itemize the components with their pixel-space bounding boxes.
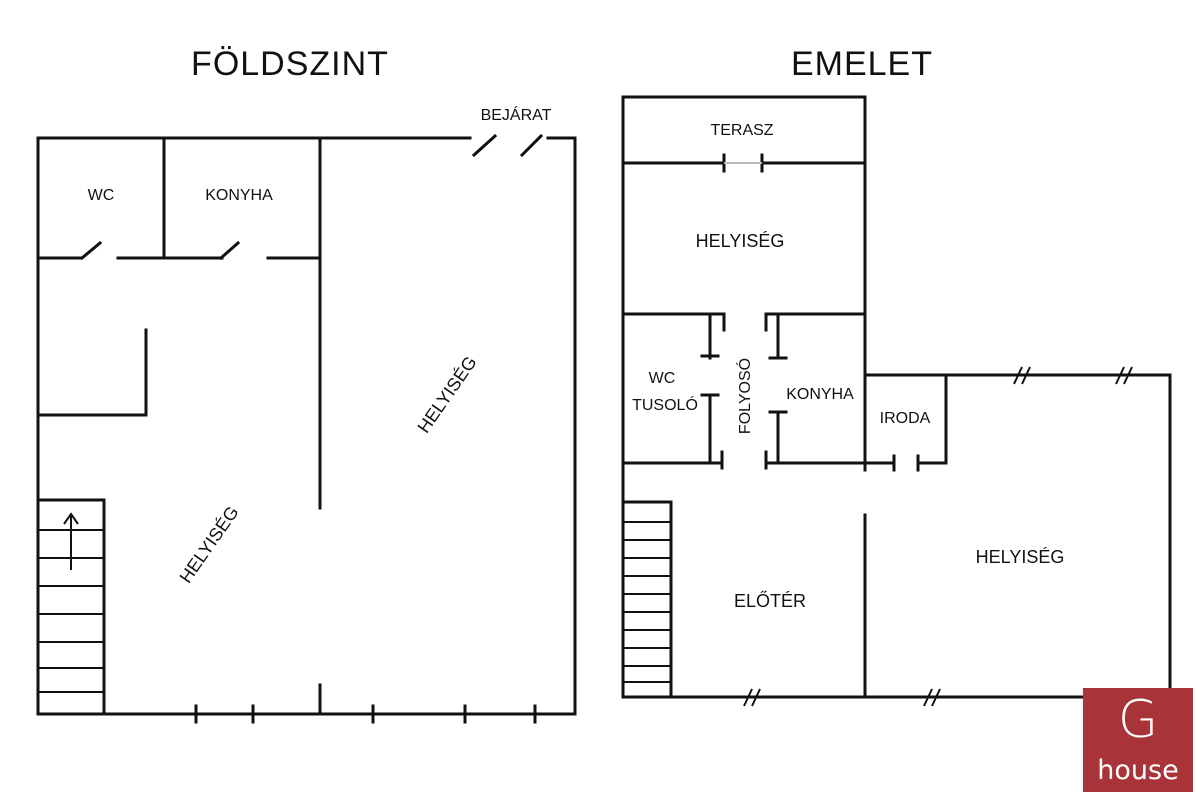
upper-room-top-label: HELYISÉG (696, 231, 785, 251)
terrace-wall (621, 153, 867, 173)
ground-outer-walls (36, 136, 577, 716)
upper-floor-title: EMELET (791, 45, 933, 83)
office-walls (863, 373, 948, 472)
ground-staircase (36, 498, 106, 716)
ground-kitchen-label: KONYHA (205, 187, 273, 204)
ground-room-right-label: HELYISÉG (413, 352, 480, 436)
upper-outer-walls (621, 95, 1172, 699)
ground-inner-partition (36, 328, 148, 417)
upper-floor-plan: EMELET TERASZ HELYISÉG (621, 45, 1172, 707)
office-label: IRODA (880, 410, 931, 427)
ghouse-logo: G house (1083, 688, 1193, 792)
logo-word: house (1097, 755, 1179, 786)
upper-window-marks (743, 366, 1133, 707)
wc-kitchen-walls (36, 136, 320, 260)
upper-wc-label: WC (649, 370, 676, 387)
corridor-label: FOLYOSÓ (735, 358, 754, 434)
corridor-walls (621, 312, 867, 465)
upper-staircase (621, 500, 673, 699)
ground-room-left-label: HELYISÉG (175, 502, 242, 586)
corridor-door-marks (700, 312, 788, 470)
ground-floor-title: FÖLDSZINT (191, 45, 389, 83)
hall-label: ELŐTÉR (734, 590, 806, 611)
ground-window-marks (194, 704, 537, 724)
logo-letter: G (1117, 690, 1159, 750)
upper-kitchen-label: KONYHA (786, 386, 854, 403)
ground-floor-plan: FÖLDSZINT BEJÁRAT WC (36, 45, 577, 724)
kitchen-door-symbol (218, 240, 241, 261)
ground-wc-label: WC (88, 187, 115, 204)
shower-label: TUSOLÓ (632, 395, 698, 414)
terrace-label: TERASZ (710, 122, 773, 139)
upper-room-right-label: HELYISÉG (976, 547, 1065, 567)
entrance-door-symbol (471, 133, 544, 158)
entrance-label: BEJÁRAT (481, 105, 552, 124)
wc-door-symbol (79, 240, 103, 261)
stair-up-arrow-icon (63, 512, 79, 570)
